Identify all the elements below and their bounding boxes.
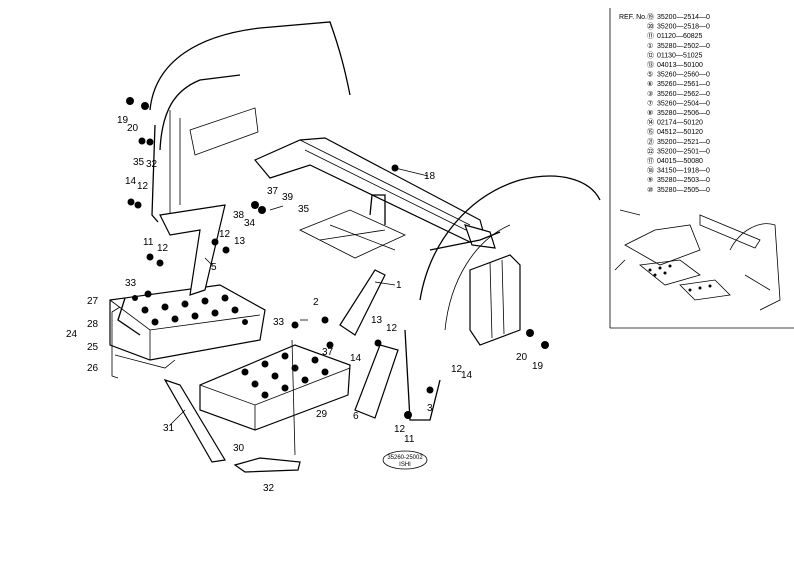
overview-thumbnail <box>614 209 781 311</box>
parts-list-ref: ① <box>647 42 653 50</box>
callout-30: 30 <box>233 443 245 454</box>
callout-12: 12 <box>394 424 406 435</box>
callout-13: 13 <box>234 236 246 247</box>
parts-list-part-number: 35200—2521—0 <box>657 139 710 146</box>
parts-list-header: REF. No. <box>619 14 647 21</box>
callout-38: 38 <box>233 210 245 221</box>
drawing-stamp: 35260-25002 ISHI <box>382 450 428 470</box>
parts-list-part-number: 01130—51025 <box>657 52 703 59</box>
callout-11: 11 <box>143 237 154 248</box>
left-step-plate <box>109 284 266 369</box>
parts-list-ref: ⑨ <box>647 176 653 184</box>
parts-list-ref: ⑫ <box>647 51 654 59</box>
callout-12: 12 <box>386 323 398 334</box>
callout-11: 11 <box>404 434 415 445</box>
callout-2: 2 <box>313 297 319 308</box>
parts-list-ref: ⑱ <box>647 167 654 175</box>
step-rod <box>117 297 141 336</box>
callout-32: 32 <box>263 483 275 494</box>
callout-32: 32 <box>146 159 158 170</box>
parts-list-ref: ㉑ <box>647 138 654 146</box>
parts-list-part-number: 35280—2503—0 <box>657 177 710 184</box>
callout-39: 39 <box>282 192 294 203</box>
callout-14: 14 <box>461 370 473 381</box>
callout-3: 3 <box>427 403 433 414</box>
parts-list-ref: ⑮ <box>647 128 654 136</box>
callout-37: 37 <box>267 186 279 197</box>
callout-numbers: 19 20 35 32 14 12 11 12 12 13 5 33 27 28… <box>66 115 544 494</box>
parts-list-ref: ⑪ <box>647 32 654 40</box>
callout-28: 28 <box>87 319 99 330</box>
parts-list-part-number: 04512—50120 <box>657 129 703 136</box>
parts-list-part-number: 35280—2502—0 <box>657 43 710 50</box>
callout-19: 19 <box>532 361 544 372</box>
callout-24: 24 <box>66 329 78 340</box>
parts-list-part-number: 35280—2506—0 <box>657 110 710 117</box>
parts-list-ref: ⑭ <box>647 119 654 127</box>
callout-12: 12 <box>157 243 169 254</box>
right-step-plate <box>199 344 351 431</box>
parts-list-ref: ③ <box>647 90 653 98</box>
callout-25: 25 <box>87 342 99 353</box>
center-bracket <box>299 194 406 259</box>
right-fender <box>404 175 601 421</box>
parts-list-ref: ⑤ <box>647 71 653 79</box>
callout-34: 34 <box>244 218 256 229</box>
callout-14: 14 <box>350 353 362 364</box>
callout-31: 31 <box>163 423 175 434</box>
callout-26: 26 <box>87 363 99 374</box>
leader-lines <box>111 167 429 456</box>
cross-bar <box>254 137 496 249</box>
parts-list-part-number: 35200—2514—0 <box>657 14 710 21</box>
callout-20: 20 <box>516 352 528 363</box>
parts-list-part-number: 35260—2560—0 <box>657 72 710 79</box>
callout-12: 12 <box>451 364 463 375</box>
left-fender <box>149 21 351 223</box>
stamp-line-2: ISHI <box>399 462 411 468</box>
parts-list-part-number: 35280—2505—0 <box>657 187 710 194</box>
main-assembly-drawing: 35260-25002 ISHI 19 20 35 32 14 12 11 12… <box>66 21 601 494</box>
parts-list-part-number: 04013—50100 <box>657 62 703 69</box>
parts-list-part-number: 35260—2561—0 <box>657 81 710 88</box>
parts-list-ref: ⑳ <box>647 23 654 31</box>
callout-29: 29 <box>316 409 328 420</box>
callout-12: 12 <box>137 181 149 192</box>
parts-list-part-number: 35200—2518—0 <box>657 24 710 31</box>
parts-list-part-number: 34150—1918—0 <box>657 168 710 175</box>
callout-13: 13 <box>371 315 383 326</box>
parts-list-ref: ⑦ <box>647 99 653 107</box>
step-brackets <box>159 204 399 473</box>
parts-list-ref: ⑰ <box>647 157 654 165</box>
parts-list-part-number: 04015—50080 <box>657 158 703 165</box>
parts-list-ref: ⑩ <box>647 186 653 194</box>
parts-list-ref: ⑬ <box>647 61 654 69</box>
callout-35: 35 <box>298 204 310 215</box>
stamp-line-1: 35260-25002 <box>387 455 423 461</box>
parts-list-part-number: 01120—60825 <box>657 33 703 40</box>
parts-list-part-number: 35260—2504—0 <box>657 100 710 107</box>
callout-19: 19 <box>117 115 129 126</box>
callout-12: 12 <box>219 229 231 240</box>
callout-33: 33 <box>125 278 137 289</box>
callout-6: 6 <box>353 411 359 422</box>
parts-list-ref: ㉒ <box>647 147 654 155</box>
parts-list-ref: ⑧ <box>647 109 653 117</box>
parts-list-ref: ⑥ <box>647 80 653 88</box>
parts-list-ref: ⑲ <box>647 13 654 21</box>
callout-35: 35 <box>133 157 145 168</box>
callout-18: 18 <box>424 171 436 182</box>
callout-33: 33 <box>273 317 285 328</box>
parts-list-part-number: 35260—2562—0 <box>657 91 710 98</box>
callout-20: 20 <box>127 123 139 134</box>
callout-5: 5 <box>211 262 217 273</box>
parts-list-part-number: 02174—50120 <box>657 120 703 127</box>
callout-37: 37 <box>322 347 334 358</box>
parts-list-part-number: 35200—2501—0 <box>657 148 710 155</box>
callout-14: 14 <box>125 176 137 187</box>
callout-27: 27 <box>87 296 99 307</box>
callout-1: 1 <box>396 280 402 291</box>
